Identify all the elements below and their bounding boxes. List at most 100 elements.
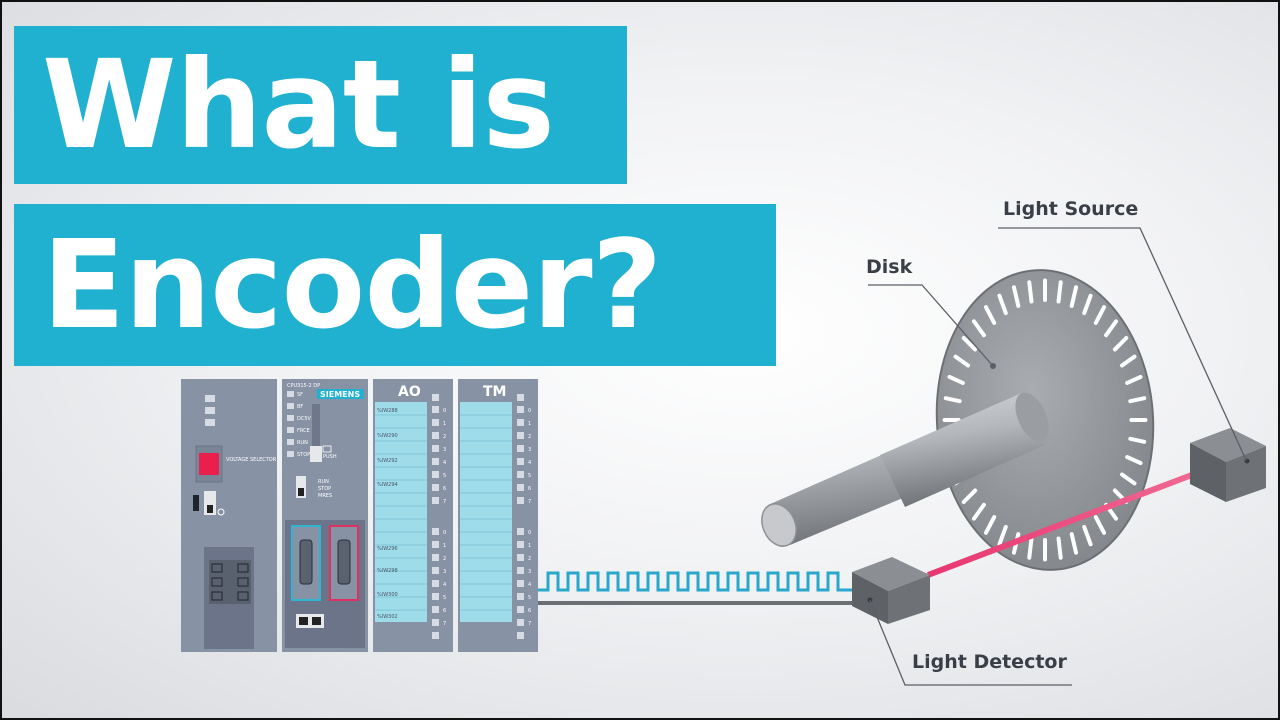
ao-pin-4b: 4: [443, 582, 446, 588]
cpu-led-bf: BF: [297, 404, 303, 410]
disk-label: Disk: [866, 256, 913, 278]
light-source-leader: [998, 227, 1247, 461]
push-label: PUSH: [323, 454, 337, 460]
tm-pin-3: 3: [528, 447, 531, 453]
cpu-model-label: CPU315-2 DP: [287, 383, 320, 389]
disk-slot: [1082, 524, 1093, 547]
ao-pin-0b: 0: [443, 530, 446, 536]
disk-slot: [1104, 319, 1119, 338]
disk-slot: [983, 305, 997, 325]
disk-leader: [868, 284, 994, 367]
signal-cable: [538, 571, 858, 605]
tm-pin-2b: 2: [528, 556, 531, 562]
ao-pin-5b: 5: [443, 595, 446, 601]
ao-channel-4: %IW296: [377, 546, 398, 552]
ao-pin-3: 3: [443, 447, 446, 453]
disk-slot: [1125, 455, 1143, 466]
plc-rack: VOLTAGE SELECTOR CPU315-2 DP SIEMENS: [181, 379, 538, 652]
ao-label: AO: [398, 384, 421, 400]
leader-lines: [868, 227, 1247, 686]
ao-status-leds: [432, 394, 439, 639]
ao-channel-2: %IW292: [377, 458, 398, 464]
ao-channel-5: %IW298: [377, 568, 398, 574]
disk-slot: [1056, 536, 1063, 560]
tm-status-leds: [517, 394, 524, 639]
disk-slot: [971, 319, 986, 338]
light-beam: [926, 467, 1207, 578]
disk-slot: [1128, 436, 1147, 444]
tm-pin-4: 4: [528, 460, 531, 466]
disk-slot: [961, 488, 978, 504]
disk-slot: [1119, 472, 1137, 486]
ao-channel-7: %IW302: [377, 614, 398, 620]
ao-pin-1: 1: [443, 421, 446, 427]
disk-slot: [943, 396, 962, 404]
disk-slot: [997, 293, 1008, 316]
ao-pin-1b: 1: [443, 543, 446, 549]
title-line-1: What is: [14, 26, 627, 184]
light-source-label: Light Source: [1003, 198, 1138, 220]
ao-pin-2b: 2: [443, 556, 446, 562]
tm-pin-numbers: 0 1 2 3 4 5 6 7 0 1 2 3 4 5 6 7: [528, 408, 531, 627]
power-switch: [193, 495, 199, 511]
square-wave-signal: [538, 571, 858, 592]
disk-slot: [971, 502, 986, 521]
ao-pin-0: 0: [443, 408, 446, 414]
disk-slot: [1128, 396, 1147, 404]
tm-pin-4b: 4: [528, 582, 531, 588]
brand-label: SIEMENS: [320, 390, 360, 399]
cpu-led-dc5v: DC5V: [297, 416, 312, 422]
disk-slot: [961, 336, 978, 352]
tm-pin-7: 7: [528, 499, 531, 505]
push-button: [310, 446, 322, 462]
ao-pin-6b: 6: [443, 608, 446, 614]
tm-pin-0b: 0: [528, 530, 531, 536]
tm-pin-2: 2: [528, 434, 531, 440]
disk-slot: [1027, 536, 1034, 560]
ao-module: AO %IW288 %IW290 %IW292 %IW294 %IW296 %I…: [373, 379, 453, 652]
ao-pin-7: 7: [443, 499, 446, 505]
disk-slot: [953, 354, 971, 368]
tm-pin-6b: 6: [528, 608, 531, 614]
ao-channel-1: %IW290: [377, 433, 398, 439]
mode-run: RUN: [318, 479, 329, 485]
tm-module: TM: [458, 379, 538, 652]
cpu-module: CPU315-2 DP SIEMENS SF BF DC5V FRCE RUN …: [282, 379, 368, 652]
tm-pin-3b: 3: [528, 569, 531, 575]
disk-slot: [1112, 336, 1129, 352]
mode-mres: MRES: [318, 493, 332, 499]
light-detector-leader: [869, 599, 1072, 686]
tm-label: TM: [483, 384, 506, 400]
tm-pin-5b: 5: [528, 595, 531, 601]
tm-pin-6: 6: [528, 486, 531, 492]
disk-slot: [947, 374, 965, 385]
disk-slot: [1125, 374, 1143, 385]
light-detector-cube: [852, 557, 930, 624]
ao-pin-2: 2: [443, 434, 446, 440]
tm-label-strip: [460, 402, 512, 622]
shaft-collar: [880, 393, 1045, 507]
shaft: [761, 392, 1049, 547]
voltage-selector-label: VOLTAGE SELECTOR: [226, 457, 277, 463]
siemens-logo: [317, 389, 364, 399]
cpu-led-sf: SF: [297, 392, 303, 398]
mode-switch: [296, 476, 306, 498]
tm-pin-5: 5: [528, 473, 531, 479]
light-detector-label: Light Detector: [912, 651, 1067, 673]
ao-pin-numbers: 0 1 2 3 4 5 6 7 0 1 2 3 4 5 6 7: [443, 408, 446, 627]
ao-pin-4: 4: [443, 460, 446, 466]
ao-channel-3: %IW294: [377, 482, 398, 488]
tm-pin-7b: 7: [528, 621, 531, 627]
tm-pin-1: 1: [528, 421, 531, 427]
disk-slot: [983, 515, 997, 535]
disk-center-dot: [990, 363, 996, 369]
disk-slot: [1093, 305, 1107, 325]
title-line-2: Encoder?: [14, 204, 776, 366]
tm-pin-1b: 1: [528, 543, 531, 549]
light-source-cube: [1190, 428, 1266, 502]
power-supply-module: VOLTAGE SELECTOR: [181, 379, 277, 652]
disk-slot: [1011, 285, 1021, 308]
ao-channel-0: %IW288: [377, 408, 398, 414]
ao-label-strip: [375, 402, 427, 622]
tm-pin-0: 0: [528, 408, 531, 414]
